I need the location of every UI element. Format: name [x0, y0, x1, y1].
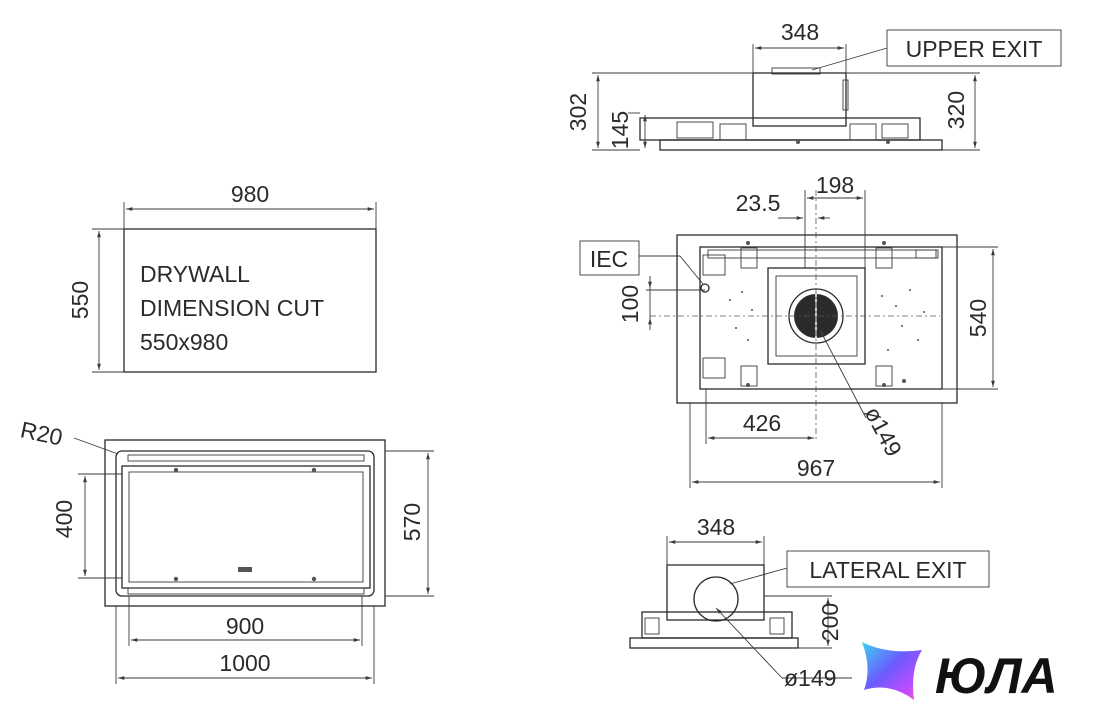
upper-inner-height-label: 145 — [607, 111, 633, 149]
plan-iec-box — [579, 240, 640, 276]
drywall-height-label: 550 — [67, 281, 93, 319]
plan-diameter-label: ø149 — [860, 402, 908, 461]
upper-right-height-label: 320 — [943, 91, 969, 129]
bottom-outer-frame — [104, 439, 386, 607]
bottom-inner-frame — [115, 450, 375, 597]
plan-view: 198 23.5 IEC 100 540 426 967 ø149 — [579, 172, 998, 488]
bottom-inner-height-label: 400 — [51, 500, 77, 538]
lateral-exit-label: LATERAL EXIT — [809, 557, 966, 583]
upper-exit-view: 348 UPPER EXIT 302 145 320 — [565, 19, 1062, 151]
drywall-text-line3: 550x980 — [140, 329, 228, 355]
bottom-view: R20 400 570 900 1000 — [18, 416, 434, 684]
brand-logo: ЮЛА — [862, 642, 1058, 704]
lateral-exit-view: 348 LATERAL EXIT 200 ø149 — [629, 514, 990, 691]
upper-exit-label: UPPER EXIT — [906, 36, 1043, 62]
plan-198-label: 198 — [816, 172, 854, 198]
plan-outer-frame — [676, 234, 958, 404]
upper-exit-box — [886, 29, 1062, 67]
plan-100-label: 100 — [617, 285, 643, 323]
plan-540-label: 540 — [965, 299, 991, 337]
upper-trim — [659, 139, 943, 151]
bottom-outer-height-label: 570 — [399, 503, 425, 541]
upper-width-label: 348 — [781, 19, 819, 45]
upper-left-height-label: 302 — [565, 93, 591, 131]
plan-23-5-label: 23.5 — [736, 190, 781, 216]
lateral-width-label: 348 — [697, 514, 735, 540]
brand-name: ЮЛА — [935, 648, 1058, 704]
upper-motor-box — [752, 72, 847, 127]
plan-426-label: 426 — [743, 410, 781, 436]
lateral-outlet-circle — [693, 576, 739, 622]
drywall-cut-rect — [123, 228, 377, 373]
bottom-radius-label: R20 — [18, 416, 65, 450]
drywall-cut-view: 980 550 DRYWALL DIMENSION CUT 550x980 — [67, 181, 377, 373]
lateral-trim — [629, 637, 799, 649]
plan-iec-label: IEC — [590, 246, 628, 272]
plan-967-label: 967 — [797, 455, 835, 481]
drywall-text-line2: DIMENSION CUT — [140, 295, 324, 321]
bottom-inner-width-label: 900 — [226, 613, 264, 639]
upper-body — [639, 117, 921, 141]
lateral-body — [641, 611, 793, 639]
drywall-text-line1: DRYWALL — [140, 261, 250, 287]
lateral-exit-box — [786, 550, 990, 588]
drywall-width-label: 980 — [231, 181, 269, 207]
bottom-outer-width-label: 1000 — [219, 650, 270, 676]
logo-mark-icon — [862, 642, 922, 700]
lateral-height-label: 200 — [817, 603, 843, 641]
plan-body — [699, 246, 943, 390]
lateral-motor-box — [666, 564, 765, 621]
lateral-diameter-label: ø149 — [784, 665, 836, 691]
